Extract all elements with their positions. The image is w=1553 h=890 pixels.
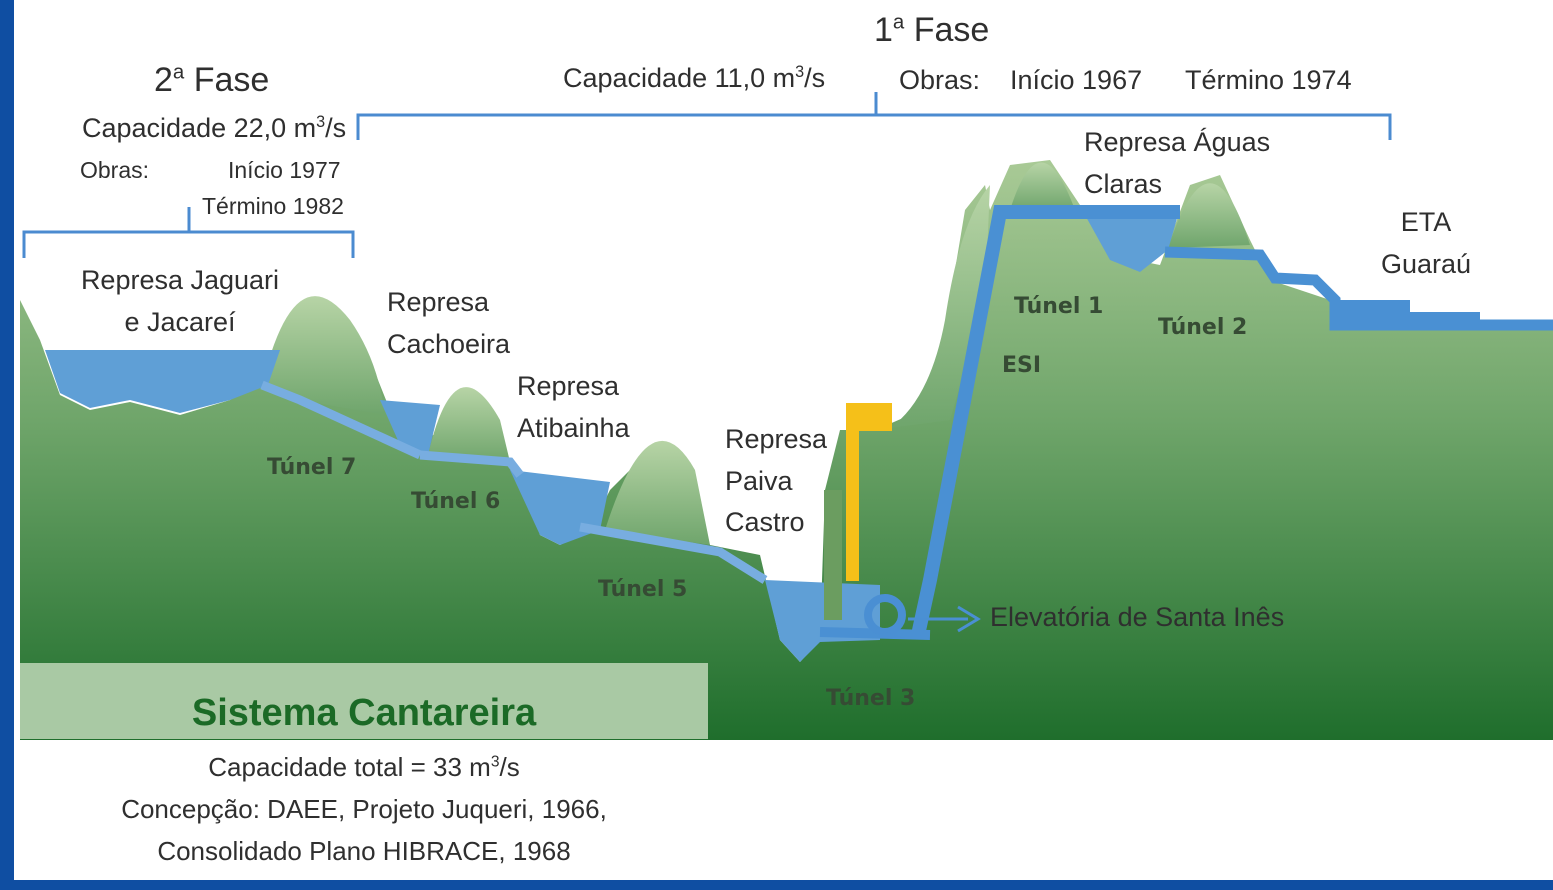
phase1-works-label: Obras:	[899, 65, 981, 95]
tunnel-3-pipe	[819, 627, 931, 640]
pump-icon	[864, 594, 907, 638]
hill-aguas-right	[1168, 183, 1250, 248]
total-capacity: Capacidade total = 33 m3/s	[208, 752, 520, 782]
label-tunel-3: Túnel 3	[826, 686, 916, 711]
phase2-title: 2a Fase	[154, 61, 270, 99]
intake-tower-cap	[859, 403, 892, 431]
label-tunel-7: Túnel 7	[267, 455, 357, 480]
eta-tank-2	[1410, 312, 1480, 328]
system-title: Sistema Cantareira	[191, 692, 537, 734]
label-tunel-1: Túnel 1	[1014, 294, 1104, 319]
label-esi: ESI	[1002, 353, 1042, 378]
label-represa-paiva-castro: Represa Paiva Castro	[725, 424, 828, 538]
label-represa-atibainha: Represa Atibainha	[517, 371, 630, 443]
water-jaguari	[45, 350, 280, 413]
label-represa-jaguari: Represa Jaguari e Jacareí	[80, 265, 280, 337]
phase1-start: Início 1967	[1010, 65, 1143, 95]
eta-tank	[1335, 300, 1410, 328]
summary-details: Capacidade total = 33 m3/s Concepção: DA…	[20, 746, 708, 872]
hill-jaguari	[262, 296, 385, 415]
hill-atibainha	[605, 440, 710, 545]
phase2-start: Início 1977	[228, 157, 341, 183]
hill-cachoeira	[428, 387, 510, 462]
tunnel-7-pipe	[260, 380, 422, 460]
label-tunel-2: Túnel 2	[1158, 315, 1248, 340]
esi-pipe	[911, 205, 1180, 637]
tunnel-6-pipe	[419, 450, 524, 478]
water-cachoeira	[380, 400, 440, 455]
frame-bottom	[0, 880, 1553, 890]
phase2-end: Término 1982	[202, 193, 344, 219]
phase1-title: 1a Fase	[874, 11, 990, 49]
consolidation-line: Consolidado Plano HIBRACE, 1968	[157, 836, 571, 866]
bracket-phase1	[356, 92, 1392, 140]
label-tunel-5: Túnel 5	[598, 577, 688, 602]
intake-wall	[824, 490, 842, 620]
phase2-capacity: Capacidade 22,0 m3/s	[82, 113, 347, 143]
conception-line: Concepção: DAEE, Projeto Juqueri, 1966,	[121, 794, 607, 824]
hill-aguas-left	[1010, 162, 1075, 210]
label-eta-guarau: ETA Guaraú	[1380, 207, 1472, 279]
bracket-phase2	[22, 207, 355, 258]
arrow-right-icon	[908, 605, 981, 633]
label-represa-aguas-claras: Represa Águas Claras	[1084, 127, 1271, 199]
phase2-works-label: Obras:	[80, 157, 150, 183]
summary-banner	[20, 663, 708, 739]
label-tunel-6: Túnel 6	[411, 489, 501, 514]
water-paiva	[765, 580, 880, 662]
label-represa-cachoeira: Represa Cachoeira	[387, 287, 511, 359]
phase1-capacity: Capacidade 11,0 m3/s	[563, 63, 826, 93]
label-elevatoria: Elevatória de Santa Inês	[990, 602, 1285, 632]
intake-tower	[846, 403, 859, 581]
tunnel-5-pipe	[579, 522, 768, 584]
frame-left	[0, 0, 14, 890]
phase1-end: Término 1974	[1185, 65, 1352, 95]
ground-terrain	[20, 160, 1553, 740]
water-aguas	[1085, 215, 1178, 272]
